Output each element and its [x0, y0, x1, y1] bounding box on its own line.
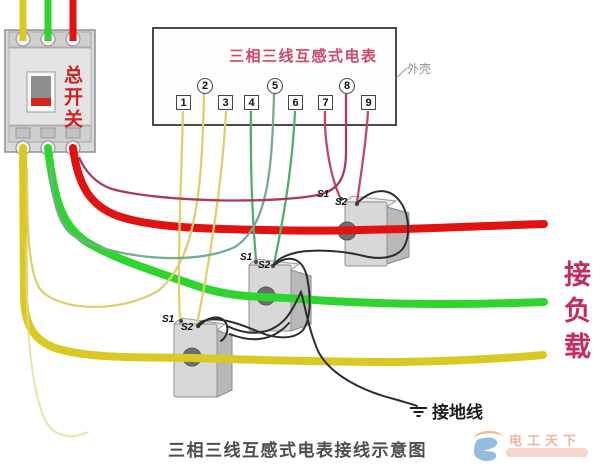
ct1-terminal-s1: [338, 196, 344, 202]
meter-title: 三相三线互感式电表: [229, 48, 378, 65]
meter-terminal-6: 6: [288, 95, 303, 110]
main-breaker-label: 总开关: [61, 65, 82, 131]
meter-wire-5-voltage-tap: [49, 93, 276, 260]
watermark-text: 电工天下: [509, 433, 582, 448]
ct1-s1-label: S1: [317, 189, 330, 200]
phase-wire-red: [69, 144, 548, 235]
watermark-logo: [473, 430, 504, 462]
breaker-switch-red-mark: [31, 98, 51, 106]
ct2-s1-label: S1: [240, 252, 253, 263]
meter-wire-7: [323, 110, 342, 198]
ct3-s2-label: S2: [181, 322, 194, 333]
meter-wire-4: [249, 110, 258, 261]
meter-terminal-7: 7: [318, 95, 333, 110]
meter-wire-8-voltage-tap: [77, 94, 348, 202]
meter-wire-6: [272, 110, 297, 265]
secondary-wire-ct3-loop: [197, 316, 229, 342]
watermark-bar: [506, 448, 588, 457]
meter-terminal-9: 9: [361, 95, 376, 110]
watermark-logo-swirl: [473, 437, 498, 462]
meter-wire-3: [195, 110, 228, 325]
ct3-s1-label: S1: [162, 314, 175, 325]
ground-label: 接地线: [432, 403, 483, 422]
secondary-wire-to-ground: [226, 289, 418, 407]
meter-terminal-5: 5: [267, 78, 283, 94]
ct-secondary-wiring: [197, 190, 418, 407]
ct2-terminal-s1: [253, 259, 259, 265]
meter-wire-2-loop: [25, 234, 89, 438]
meter-terminal-2: 2: [197, 78, 213, 94]
load-label: 接负载: [560, 260, 590, 368]
phase-wire-yellow: [19, 144, 547, 367]
secondary-wire-ct1-ct2: [273, 190, 410, 265]
meter-wire-1: [177, 110, 185, 320]
phase-wire-green: [44, 144, 548, 308]
ground-symbol: [410, 407, 427, 417]
ct1-s2-label: S2: [335, 197, 348, 208]
meter-terminal-8: 8: [339, 78, 355, 94]
watermark-logo-arc: [473, 430, 504, 438]
meter-box: [152, 27, 397, 126]
meter-wire-2-voltage-tap: [25, 93, 206, 309]
meter-terminal-1: 1: [176, 95, 191, 110]
meter-terminal-3: 3: [218, 95, 233, 110]
ct2-s2-label: S2: [258, 260, 271, 271]
breaker-switch-handle: [31, 76, 51, 98]
meter-terminal-4: 4: [244, 95, 259, 110]
meter-case-label: 外壳: [407, 62, 432, 76]
secondary-wire-parallel: [229, 322, 290, 341]
ct3-terminal-s1: [178, 318, 184, 324]
meter-wire-9: [355, 110, 370, 203]
diagram-caption: 三相三线互感式电表接线示意图: [168, 441, 427, 460]
case-leader-line: [395, 67, 408, 79]
current-transformer-1: [337, 195, 410, 267]
